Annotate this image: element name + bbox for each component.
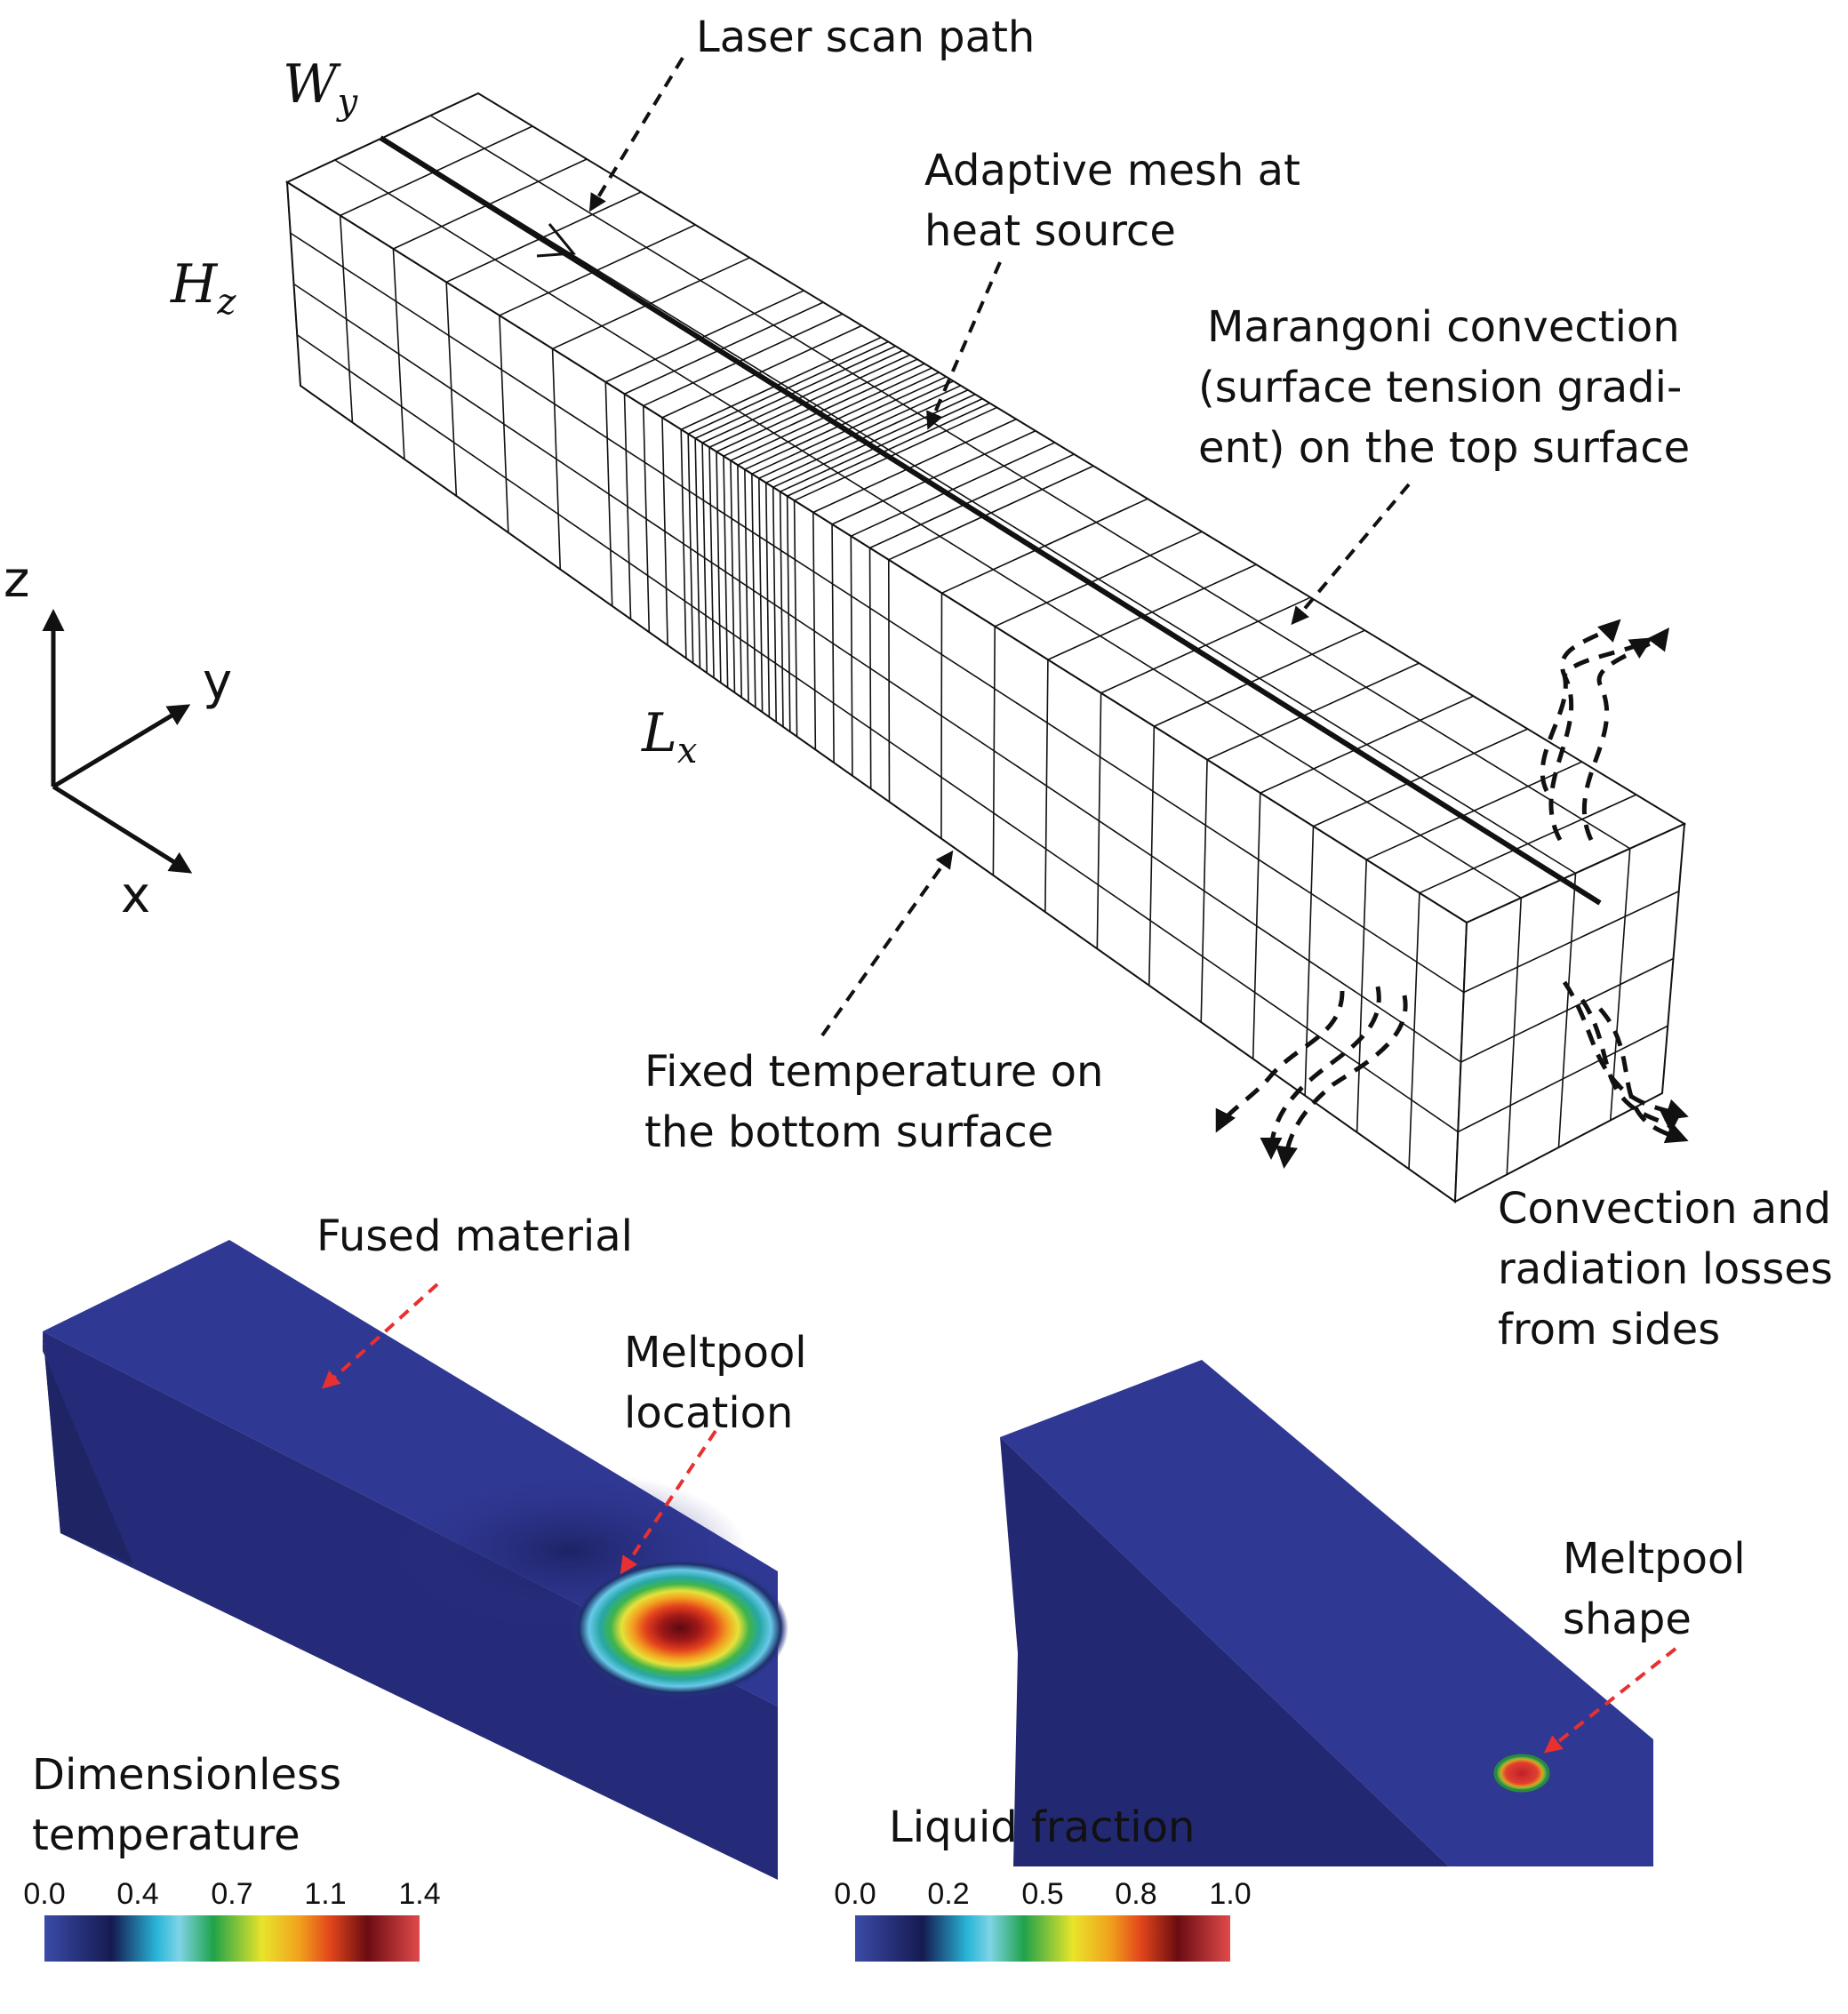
convection-label-1: Convection and	[1498, 1184, 1832, 1234]
temp-tick: 1.1	[304, 1877, 347, 1911]
temp-tick: 0.4	[116, 1877, 159, 1911]
convection-label-3: from sides	[1498, 1305, 1721, 1355]
scan-direction-arrowhead	[536, 223, 576, 258]
temp-tick: 0.0	[23, 1877, 66, 1911]
mesh-line	[296, 334, 1459, 1133]
adaptive-mesh-label-1: Adaptive mesh at	[924, 146, 1300, 196]
laser-scan-path-line	[379, 135, 1602, 906]
axis-label-x: x	[121, 867, 151, 924]
meltpool-shape-label-2: shape	[1563, 1594, 1692, 1644]
convection-label-2: radiation losses	[1498, 1244, 1833, 1294]
convection-radiation-arrows	[1215, 619, 1689, 1169]
liquid-fraction-view	[1000, 1360, 1653, 1866]
liquid-tick: 0.0	[834, 1877, 876, 1911]
meltpool-location-arrow	[620, 1429, 717, 1575]
marangoni-label-2: (surface tension gradi-	[1198, 363, 1683, 412]
colorbars	[44, 1915, 1230, 1962]
temp-caption-1: Dimensionless	[32, 1750, 342, 1800]
meltpool-location-label-2: location	[624, 1388, 794, 1438]
fixed-temp-label-1: Fixed temperature on	[644, 1047, 1104, 1097]
liquid-tick: 0.5	[1021, 1877, 1064, 1911]
mesh-line	[1457, 1025, 1668, 1133]
mesh-annotation-arrows	[588, 56, 1411, 1037]
meltpool-shape-label-1: Meltpool	[1563, 1534, 1746, 1584]
mesh-line	[290, 232, 1465, 994]
temp-caption-2: temperature	[32, 1810, 300, 1860]
adaptive-mesh-label-2: heat source	[924, 206, 1176, 256]
temp-shadow-face	[43, 1331, 133, 1564]
mesh-line	[1609, 848, 1631, 1121]
mesh-line	[429, 115, 1631, 850]
mesh-end-face	[1453, 822, 1686, 1203]
fixed-temp-arrow	[820, 850, 954, 1037]
meltpool-location-label-1: Meltpool	[624, 1328, 807, 1378]
y-axis	[52, 704, 191, 789]
temperature-colorbar	[44, 1915, 420, 1962]
liquid-top-face	[1000, 1360, 1653, 1866]
temp-meltpool-contour	[572, 1559, 788, 1698]
laser-scan-label: Laser scan path	[696, 12, 1036, 62]
fused-material-label: Fused material	[316, 1211, 634, 1261]
liquid-tick: 0.8	[1115, 1877, 1157, 1911]
temp-tick: 1.4	[398, 1877, 441, 1911]
temperature-view	[43, 1240, 788, 1880]
marangoni-label-1: Marangoni convection	[1207, 302, 1680, 352]
liquid-caption: Liquid fraction	[889, 1802, 1196, 1852]
dim-length-label: Lx	[642, 702, 698, 771]
temp-front-face	[43, 1331, 778, 1880]
dim-width-label: Wy	[283, 53, 358, 123]
liquid-fraction-colorbar	[855, 1915, 1230, 1962]
mesh-block	[284, 92, 1687, 1203]
coordinate-axes	[42, 609, 193, 874]
liquid-tick: 0.2	[927, 1877, 970, 1911]
temp-tick: 0.7	[211, 1877, 253, 1911]
fixed-temp-label-2: the bottom surface	[644, 1107, 1054, 1157]
x-axis	[52, 784, 193, 874]
mesh-line	[1460, 957, 1674, 1063]
liquid-front-face	[1000, 1437, 1449, 1866]
mesh-line	[382, 137, 1576, 875]
marangoni-label-3: ent) on the top surface	[1198, 423, 1691, 473]
axis-label-y: y	[203, 653, 233, 711]
mesh-line	[293, 283, 1461, 1063]
liquid-meltpool-shape	[1493, 1754, 1550, 1793]
laser-arrow	[588, 56, 684, 212]
dim-height-label: Hz	[171, 253, 236, 323]
axis-label-z: z	[4, 551, 30, 609]
fused-arrow	[322, 1283, 439, 1389]
marangoni-arrow	[1291, 483, 1411, 626]
red-annotation-arrows	[322, 1283, 1677, 1754]
meltpool-shape-arrow	[1543, 1647, 1677, 1754]
adaptive-arrow	[926, 261, 1002, 430]
liquid-tick: 1.0	[1209, 1877, 1252, 1911]
mesh-line	[334, 159, 1522, 899]
